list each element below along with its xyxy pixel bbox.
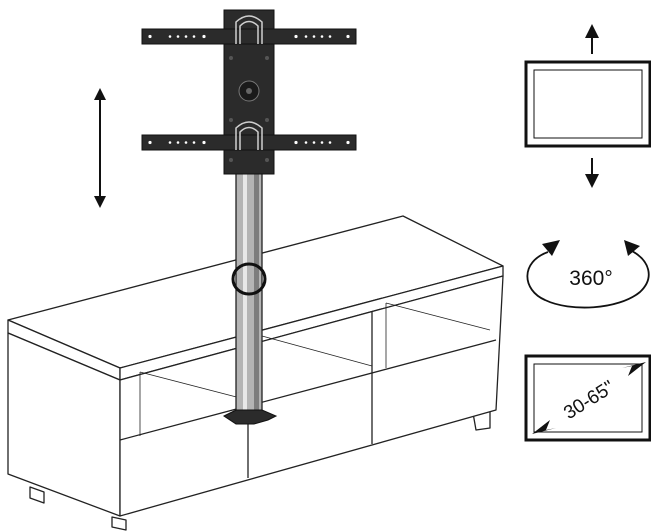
pole-base-plate — [223, 409, 278, 425]
mount-bottom-arm — [141, 134, 357, 151]
rotation-feature: 360° — [526, 240, 650, 309]
screen-size-frame-inner — [533, 363, 643, 433]
mount-plate-screws — [229, 56, 269, 162]
pole-clamp-ring — [231, 262, 267, 296]
screen-size-feature: 30-65" — [524, 354, 651, 442]
mount-arm-holes — [148, 34, 350, 145]
tv-stand-cabinet — [7, 215, 504, 531]
rotation-label: 360° — [569, 267, 612, 290]
tv-screen-icon — [524, 60, 651, 148]
mount-top-arm — [141, 28, 357, 45]
mount-pole — [223, 169, 278, 425]
stand-inner-back-4 — [139, 371, 249, 401]
stand-shelf-line — [119, 339, 497, 441]
up-arrow-icon — [585, 24, 599, 54]
mount-hooks — [235, 15, 263, 150]
down-arrow-icon — [585, 158, 599, 188]
vertical-adjust-feature — [524, 24, 651, 188]
rotation-arrows-icon — [526, 249, 650, 309]
diagonal-arrow-icon — [532, 362, 646, 434]
rotation-arrowhead-left — [542, 240, 560, 256]
height-adjust-arrow-icon — [94, 88, 106, 208]
stand-inner-back-6 — [385, 302, 491, 331]
stand-leg-front-left — [29, 486, 45, 504]
mount-center-knob-hub — [246, 88, 252, 94]
stand-front-face — [119, 275, 504, 517]
rotation-arrowhead-right — [624, 240, 640, 256]
stand-leg-front-right — [111, 516, 127, 531]
stand-inner-back-5 — [261, 335, 373, 367]
vesa-mount-bracket — [141, 9, 357, 175]
